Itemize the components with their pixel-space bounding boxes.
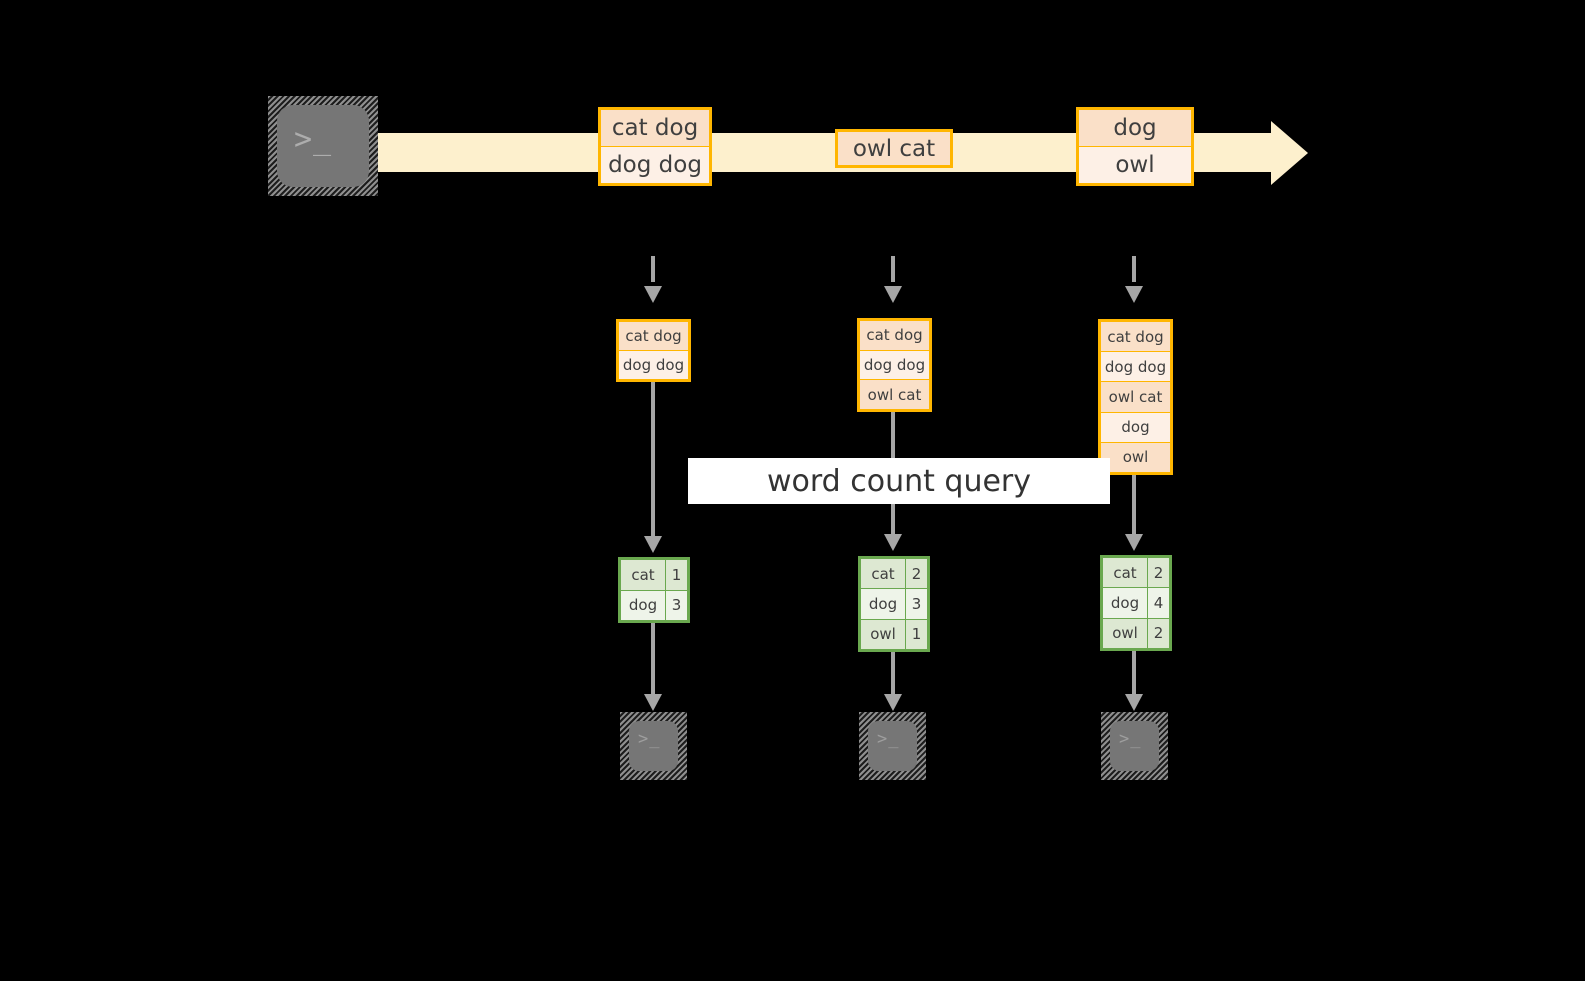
sink-terminal-body: >_ <box>629 721 678 771</box>
result-word: dog <box>1103 588 1148 618</box>
result-count: 2 <box>906 559 927 589</box>
result-row: dog 3 <box>861 589 927 620</box>
stream-event-line: owl <box>1079 147 1191 183</box>
snapshot-2-input[interactable]: cat dog dog dog owl cat <box>857 318 932 412</box>
query-label-text: word count query <box>766 463 1032 499</box>
query-label: word count query <box>688 458 1110 504</box>
sink-terminal-body: >_ <box>868 721 917 771</box>
snapshot-input-line: owl cat <box>860 380 929 410</box>
result-word: dog <box>621 590 666 620</box>
source-terminal[interactable]: >_ <box>268 96 378 196</box>
result-word: cat <box>1103 558 1148 588</box>
result-count: 2 <box>1148 618 1169 648</box>
sink-connector-arrowhead-3 <box>1125 694 1143 711</box>
snapshot-feed-dash-3 <box>1132 256 1136 282</box>
stream-event-group-3[interactable]: dog owl <box>1076 107 1194 186</box>
result-word: owl <box>1103 618 1148 648</box>
snapshot-1-input[interactable]: cat dog dog dog <box>616 319 691 382</box>
sink-terminal-2[interactable]: >_ <box>859 712 926 780</box>
query-connector-arrowhead-2 <box>884 534 902 551</box>
source-terminal-body: >_ <box>277 105 369 187</box>
sink-connector-arrowhead-2 <box>884 694 902 711</box>
sink-terminal-body: >_ <box>1110 721 1159 771</box>
snapshot-feed-arrowhead-3 <box>1125 286 1143 303</box>
sink-connector-2 <box>891 652 895 696</box>
result-count: 1 <box>906 619 927 649</box>
query-connector-arrowhead-3 <box>1125 534 1143 551</box>
terminal-prompt-icon: >_ <box>294 122 333 157</box>
terminal-prompt-icon: >_ <box>1119 729 1142 749</box>
result-row: owl 2 <box>1103 618 1169 648</box>
result-count: 3 <box>911 594 922 613</box>
result-word: cat <box>861 559 906 589</box>
query-connector-3 <box>1132 475 1136 535</box>
snapshot-input-line: cat dog <box>1101 322 1170 353</box>
snapshot-feed-dash-2 <box>891 256 895 282</box>
snapshot-input-line: cat dog <box>619 322 688 351</box>
snapshot-input-line: dog dog <box>1101 352 1170 383</box>
result-count: 3 <box>671 596 682 615</box>
snapshot-2-result[interactable]: cat 2 dog 3 owl 1 <box>858 556 930 652</box>
snapshot-input-line: owl cat <box>1101 382 1170 413</box>
result-word: dog <box>861 589 906 619</box>
snapshot-input-line: owl <box>1101 442 1170 473</box>
snapshot-3-input[interactable]: cat dog dog dog owl cat dog owl <box>1098 319 1173 475</box>
sink-connector-arrowhead-1 <box>644 694 662 711</box>
snapshot-feed-arrowhead-1 <box>644 286 662 303</box>
terminal-prompt-icon: >_ <box>638 729 661 749</box>
snapshot-feed-dash-1 <box>651 256 655 282</box>
snapshot-1-result[interactable]: cat 1 dog 3 <box>618 557 690 623</box>
sink-connector-1 <box>651 623 655 696</box>
result-word: cat <box>621 560 666 590</box>
snapshot-feed-arrowhead-2 <box>884 286 902 303</box>
stream-event-line: dog dog <box>601 147 709 183</box>
stream-event-line: cat dog <box>601 110 709 147</box>
stream-event-line: owl cat <box>838 132 950 165</box>
snapshot-input-line: cat dog <box>860 321 929 351</box>
sink-terminal-1[interactable]: >_ <box>620 712 687 780</box>
result-row: dog 3 <box>621 590 687 620</box>
stream-event-line: dog <box>1079 110 1191 147</box>
result-count: 2 <box>1148 558 1169 588</box>
snapshot-input-line: dog dog <box>860 350 929 381</box>
sink-connector-3 <box>1132 651 1136 696</box>
result-row: dog 4 <box>1103 588 1169 619</box>
result-row: cat 2 <box>1103 558 1169 589</box>
snapshot-3-result[interactable]: cat 2 dog 4 owl 2 <box>1100 555 1172 651</box>
stream-arrow-head <box>1271 121 1308 185</box>
result-count: 4 <box>1153 593 1164 612</box>
result-count: 1 <box>666 560 687 590</box>
query-connector-1 <box>651 382 655 537</box>
result-row: cat 1 <box>621 560 687 591</box>
result-word: owl <box>861 619 906 649</box>
snapshot-input-line: dog <box>1101 412 1170 443</box>
terminal-prompt-icon: >_ <box>877 729 900 749</box>
sink-terminal-3[interactable]: >_ <box>1101 712 1168 780</box>
result-row: owl 1 <box>861 619 927 649</box>
result-row: cat 2 <box>861 559 927 590</box>
stream-event-group-1[interactable]: cat dog dog dog <box>598 107 712 186</box>
stream-event-group-2[interactable]: owl cat <box>835 129 953 168</box>
query-connector-arrowhead-1 <box>644 536 662 553</box>
snapshot-input-line: dog dog <box>619 351 688 379</box>
